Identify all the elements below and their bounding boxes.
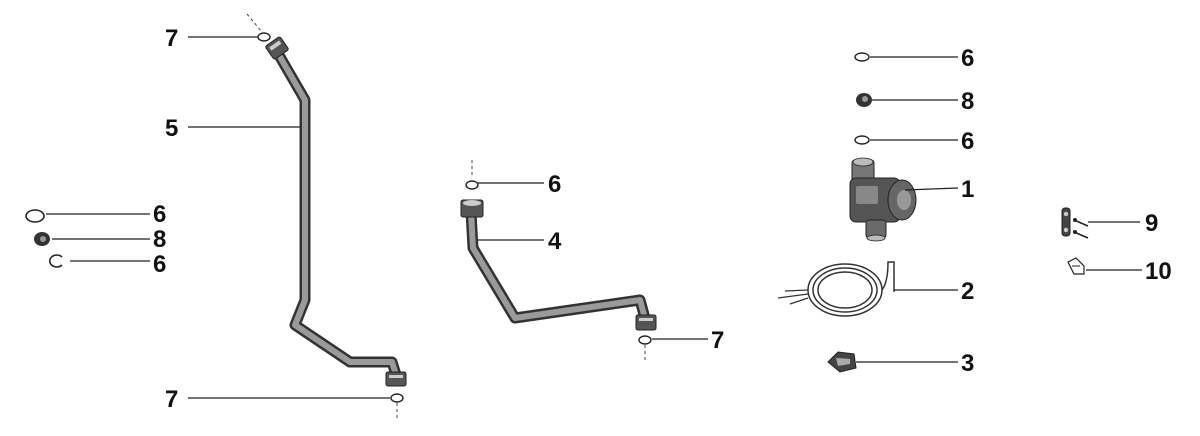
short-pipe <box>465 206 652 328</box>
long-pipe <box>270 44 403 384</box>
seal-ring-icon <box>25 209 45 223</box>
short-pipe-bottom-nut <box>635 314 657 331</box>
callout-2: 2 <box>961 278 974 305</box>
callout-6-right-bottom: 6 <box>961 128 974 155</box>
long-pipe-bottom-nut <box>385 371 407 387</box>
leader-lines <box>46 36 1142 399</box>
callout-3: 3 <box>961 350 974 377</box>
callout-8-right: 8 <box>961 88 974 115</box>
seal-ring-icon <box>257 32 271 42</box>
short-pipe-top-nut <box>460 199 484 218</box>
long-pipe-top-nut <box>265 36 289 60</box>
clip-ring-icon <box>48 254 63 268</box>
seal-ring-icon <box>854 52 870 62</box>
small-clip-icon <box>1067 257 1085 275</box>
top-seal-axis <box>246 13 263 33</box>
callout-8-left: 8 <box>153 226 166 253</box>
seal-ring-icon <box>854 135 870 145</box>
callout-9: 9 <box>1145 210 1158 237</box>
callout-5: 5 <box>165 115 178 142</box>
callout-7-top: 7 <box>165 25 178 52</box>
seal-ring-icon <box>465 180 479 190</box>
callout-7-bottom: 7 <box>165 386 178 413</box>
callout-labels: 7 5 7 6 8 6 6 4 7 6 8 6 1 2 3 9 10 <box>153 25 1172 413</box>
seal-ring-icon <box>390 393 404 403</box>
callout-6-short-pipe: 6 <box>548 171 561 198</box>
seal-ring-icon <box>638 335 652 345</box>
callout-10: 10 <box>1145 258 1172 285</box>
callout-1: 1 <box>961 176 974 203</box>
cable-clip-icon <box>827 351 857 373</box>
cable-coil-icon <box>777 261 895 317</box>
callout-7-short-pipe: 7 <box>711 327 724 354</box>
grommet-icon <box>34 232 50 246</box>
callout-4: 4 <box>548 228 562 255</box>
grommet-icon <box>856 93 872 107</box>
screw-bracket-icon <box>1061 207 1089 239</box>
callout-6-right-top: 6 <box>961 45 974 72</box>
circulation-pump-icon <box>849 157 917 242</box>
callout-6-left-top: 6 <box>153 201 166 228</box>
callout-6-left-bottom: 6 <box>153 251 166 278</box>
